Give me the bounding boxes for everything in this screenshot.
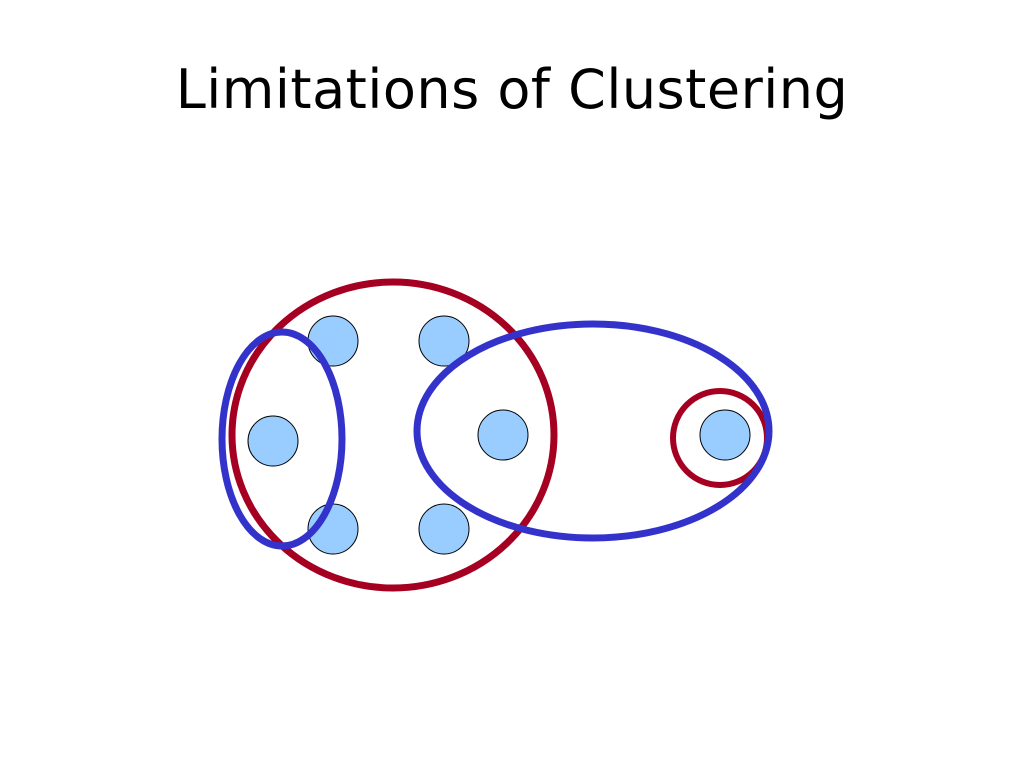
point-middle-left — [247, 415, 299, 467]
point-top-left — [307, 315, 359, 367]
point-top-right — [418, 315, 470, 367]
blue-left-cluster — [218, 328, 346, 550]
point-far-right — [699, 409, 751, 461]
point-middle-right — [477, 409, 529, 461]
clusters-group — [218, 278, 773, 592]
red-large-cluster — [228, 278, 558, 592]
blue-right-cluster — [413, 320, 773, 542]
points-group — [247, 315, 751, 555]
slide-title: Limitations of Clustering — [175, 58, 849, 121]
point-bottom-right — [418, 503, 470, 555]
